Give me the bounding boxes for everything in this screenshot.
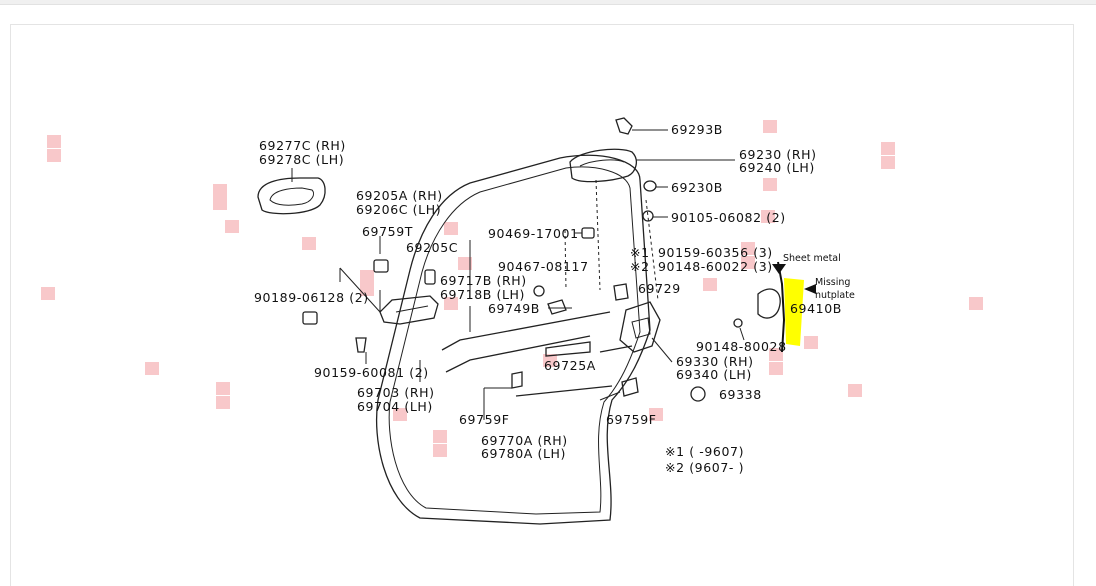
door-outline [375, 154, 659, 525]
label-69206c: 69206C (LH) [356, 202, 441, 217]
label-69725a: 69725A [544, 358, 596, 373]
label-69230b: 69230B [671, 180, 723, 195]
note-1: ※1 ( -9607) [665, 444, 744, 459]
label-90105: 90105-06082 (2) [671, 210, 786, 225]
annotation-missing: Missing [815, 277, 850, 288]
annotations: Sheet metal Missing nutplate [783, 253, 855, 301]
outside-handle-part [569, 117, 735, 222]
label-69293b: 69293B [671, 122, 723, 137]
label-90467: 90467-08117 [498, 259, 589, 274]
rods [441, 240, 633, 397]
label-69277c: 69277C (RH) [259, 138, 346, 153]
label-69240: 69240 (LH) [739, 160, 815, 175]
label-69340: 69340 (LH) [676, 367, 752, 382]
handle-bezel-part [257, 168, 326, 215]
label-69330: 69330 (RH) [676, 354, 754, 369]
label-69759f-1: 69759F [459, 412, 510, 427]
label-69704: 69704 (LH) [357, 399, 433, 414]
label-69770a: 69770A (RH) [481, 433, 568, 448]
sheet-metal-line [777, 261, 786, 353]
leader-lines [365, 307, 745, 420]
label-90159-a: 90159-60356 (3) [658, 245, 773, 260]
label-90159-b: 90159-60081 (2) [314, 365, 429, 380]
nutplate-highlight [784, 278, 804, 346]
label-69718b: 69718B (LH) [440, 287, 525, 302]
label-90148-b: 90148-80028 [696, 339, 787, 354]
label-69205c: 69205C [406, 240, 458, 255]
missing-nutplate-arrow-icon [804, 284, 816, 294]
pink-markers [41, 120, 983, 457]
part-labels: 69277C (RH) 69278C (LH) 69293B 69230 (RH… [254, 122, 842, 475]
label-69780a: 69780A (LH) [481, 446, 566, 461]
small-parts [302, 227, 781, 402]
annotation-sheet-metal: Sheet metal [783, 253, 841, 264]
label-69338: 69338 [719, 387, 762, 402]
label-90148-a: 90148-60022 (3) [658, 259, 773, 274]
label-69703: 69703 (RH) [357, 385, 435, 400]
label-69729: 69729 [638, 281, 681, 296]
sheet-metal-arrow-icon [772, 264, 786, 274]
label-69759t: 69759T [362, 224, 413, 239]
top-bar [0, 0, 1096, 5]
label-69205a: 69205A (RH) [356, 188, 443, 203]
label-69717b: 69717B (RH) [440, 273, 527, 288]
mark-2: ※2 [630, 259, 650, 274]
inside-handle-part [339, 236, 439, 325]
note-2: ※2 (9607- ) [665, 460, 744, 475]
label-69410b: 69410B [790, 301, 842, 316]
diagram-frame [10, 24, 1074, 586]
label-69230: 69230 (RH) [739, 147, 817, 162]
mark-1: ※1 [630, 245, 650, 260]
label-69278c: 69278C (LH) [259, 152, 344, 167]
label-90189: 90189-06128 (2) [254, 290, 369, 305]
annotation-nutplate: nutplate [815, 290, 855, 301]
lock-assembly-part [619, 301, 673, 363]
label-90469: 90469-17001 [488, 226, 579, 241]
label-69749b: 69749B [488, 301, 540, 316]
label-69759f-2: 69759F [606, 412, 657, 427]
